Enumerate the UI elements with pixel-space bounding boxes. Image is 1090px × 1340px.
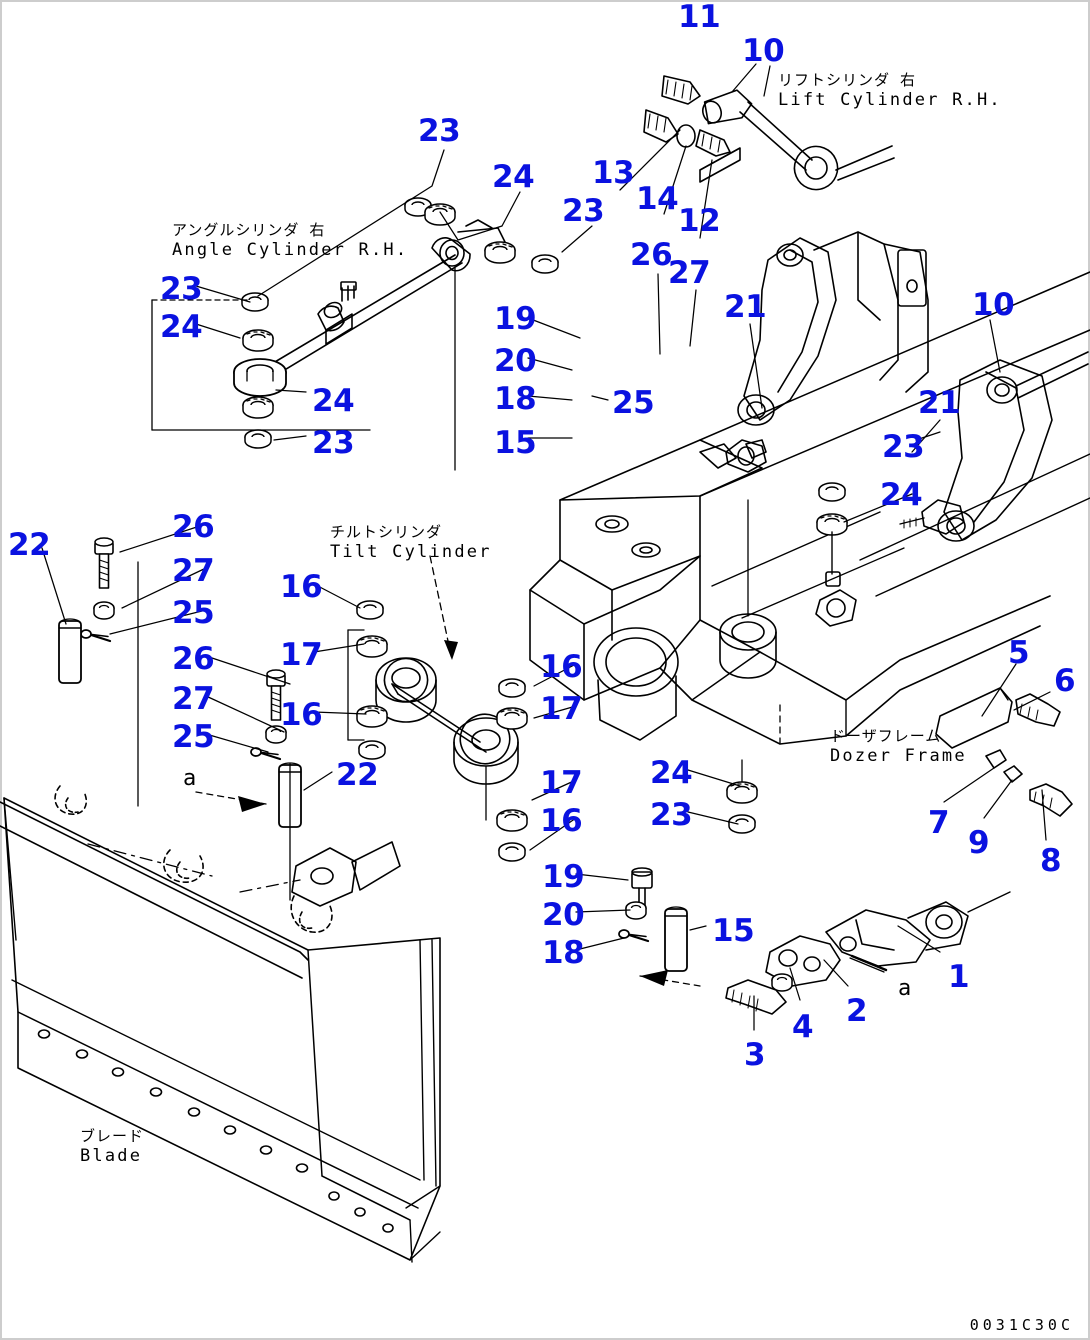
callout-number-13: 13 bbox=[592, 155, 635, 191]
callout-number-24: 24 bbox=[160, 309, 203, 345]
callout-number-19: 19 bbox=[542, 859, 585, 895]
callout-number-24: 24 bbox=[312, 383, 355, 419]
label-tilt-cylinder: チルトシリンダ Tilt Cylinder bbox=[330, 523, 492, 562]
callout-number-25: 25 bbox=[612, 385, 655, 421]
callout-number-4: 4 bbox=[792, 1009, 814, 1045]
callout-number-10: 10 bbox=[742, 33, 785, 69]
sheet-border-bottom bbox=[0, 1338, 1090, 1340]
label-dozer-frame-jp: ドーザフレーム bbox=[830, 727, 942, 745]
label-blade-en: Blade bbox=[80, 1145, 143, 1166]
label-tilt-cylinder-en: Tilt Cylinder bbox=[330, 541, 492, 562]
callout-number-25: 25 bbox=[172, 719, 215, 755]
label-lift-cylinder-rh: リフトシリンダ 右 Lift Cylinder R.H. bbox=[778, 71, 1002, 110]
callout-number-15: 15 bbox=[712, 913, 755, 949]
sheet-border-right bbox=[1088, 0, 1090, 1340]
callout-number-8: 8 bbox=[1040, 843, 1062, 879]
callout-number-25: 25 bbox=[172, 595, 215, 631]
callout-number-23: 23 bbox=[562, 193, 605, 229]
callout-number-17: 17 bbox=[280, 637, 323, 673]
label-angle-cylinder-rh-en: Angle Cylinder R.H. bbox=[172, 239, 409, 260]
callout-number-16: 16 bbox=[280, 697, 323, 733]
callout-number-17: 17 bbox=[540, 765, 583, 801]
label-blade: ブレード Blade bbox=[80, 1127, 145, 1166]
callout-number-6: 6 bbox=[1054, 663, 1076, 699]
label-lift-cylinder-rh-en: Lift Cylinder R.H. bbox=[778, 89, 1002, 110]
callout-number-22: 22 bbox=[336, 757, 379, 793]
callout-number-21: 21 bbox=[724, 289, 767, 325]
callout-number-27: 27 bbox=[172, 553, 215, 589]
callout-number-24: 24 bbox=[880, 477, 923, 513]
callout-number-16: 16 bbox=[280, 569, 323, 605]
callout-number-27: 27 bbox=[668, 255, 711, 291]
callout-number-24: 24 bbox=[650, 755, 693, 791]
callout-number-20: 20 bbox=[542, 897, 585, 933]
label-dozer-frame: ドーザフレーム Dozer Frame bbox=[830, 727, 967, 766]
callout-number-15: 15 bbox=[494, 425, 537, 461]
sheet-border-top bbox=[0, 0, 1090, 2]
callout-number-18: 18 bbox=[494, 381, 537, 417]
callout-number-22: 22 bbox=[8, 527, 51, 563]
label-angle-cylinder-rh: アングルシリンダ 右 Angle Cylinder R.H. bbox=[172, 221, 409, 260]
label-angle-cylinder-rh-jp: アングルシリンダ 右 bbox=[172, 221, 326, 239]
label-blade-jp: ブレード bbox=[80, 1127, 145, 1145]
callout-number-10: 10 bbox=[972, 287, 1015, 323]
section-marker-a-left: a bbox=[183, 766, 197, 791]
callout-number-18: 18 bbox=[542, 935, 585, 971]
callout-number-23: 23 bbox=[882, 429, 925, 465]
callout-number-23: 23 bbox=[160, 271, 203, 307]
callout-number-16: 16 bbox=[540, 803, 583, 839]
callout-number-9: 9 bbox=[968, 825, 990, 861]
callout-number-7: 7 bbox=[928, 805, 950, 841]
callout-number-26: 26 bbox=[172, 509, 215, 545]
callout-number-11: 11 bbox=[678, 0, 721, 35]
label-tilt-cylinder-jp: チルトシリンダ bbox=[330, 523, 443, 541]
callout-number-26: 26 bbox=[630, 237, 673, 273]
label-dozer-frame-en: Dozer Frame bbox=[830, 745, 967, 766]
callout-number-23: 23 bbox=[312, 425, 355, 461]
sheet-border-left bbox=[0, 0, 2, 1340]
section-marker-a-right: a bbox=[898, 976, 912, 1001]
callout-number-16: 16 bbox=[540, 649, 583, 685]
callout-number-21: 21 bbox=[918, 385, 961, 421]
label-lift-cylinder-rh-jp: リフトシリンダ 右 bbox=[778, 71, 917, 89]
callout-number-5: 5 bbox=[1008, 635, 1030, 671]
callout-number-3: 3 bbox=[744, 1037, 766, 1073]
drawing-code: 0031C30C bbox=[969, 1316, 1074, 1334]
callout-number-27: 27 bbox=[172, 681, 215, 717]
callout-number-24: 24 bbox=[492, 159, 535, 195]
callout-number-23: 23 bbox=[650, 797, 693, 833]
callout-number-19: 19 bbox=[494, 301, 537, 337]
callout-number-26: 26 bbox=[172, 641, 215, 677]
callout-number-12: 12 bbox=[678, 203, 721, 239]
callout-number-14: 14 bbox=[636, 181, 679, 217]
callout-number-2: 2 bbox=[846, 993, 868, 1029]
callout-number-20: 20 bbox=[494, 343, 537, 379]
callout-number-23: 23 bbox=[418, 113, 461, 149]
callout-number-17: 17 bbox=[540, 691, 583, 727]
callout-number-1: 1 bbox=[948, 959, 970, 995]
